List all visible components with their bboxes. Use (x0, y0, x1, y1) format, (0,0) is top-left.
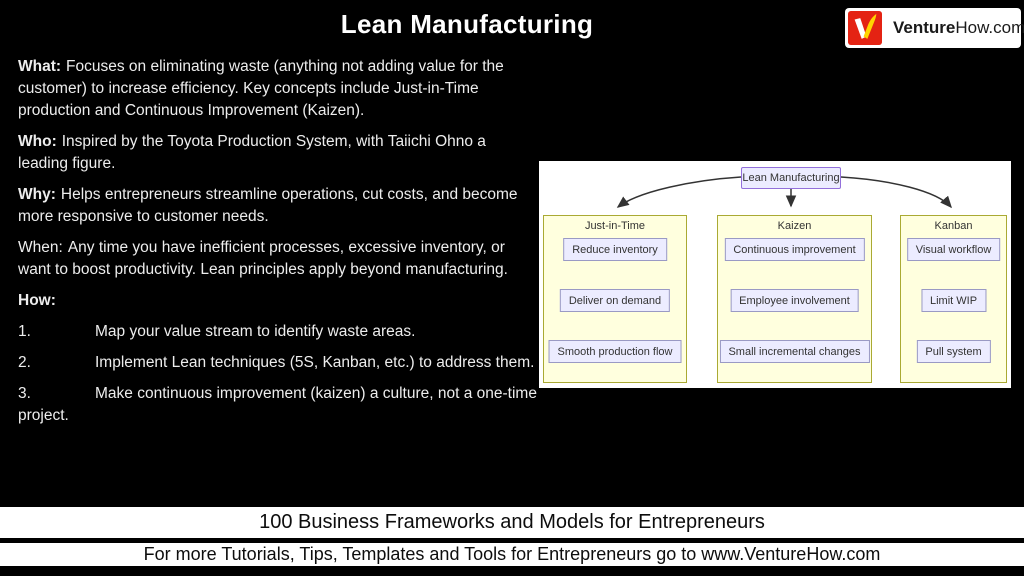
section-who-label: Who: (18, 133, 57, 150)
section-what-label: What: (18, 58, 62, 75)
node-continuous-improvement: Continuous improvement (724, 238, 865, 261)
logo-text-bold: Venture (893, 18, 956, 37)
how-step-1: 1. Map your value stream to identify wast… (18, 321, 537, 343)
section-when-text: Any time you have inefficient processes,… (18, 239, 508, 278)
section-when-label: When: (18, 239, 63, 256)
node-visual-workflow: Visual workflow (906, 238, 1001, 261)
how-step-2: 2. Implement Lean techniques (5S, Kanban,… (18, 352, 537, 374)
how-step-3: 3.Make continuous improvement (kaizen) a… (18, 383, 537, 427)
node-smooth-production-flow: Smooth production flow (548, 340, 682, 363)
diagram-root-node: Lean Manufacturing (741, 167, 841, 189)
footer-banner-series: 100 Business Frameworks and Models for E… (0, 507, 1024, 538)
group-kanban-title: Kanban (934, 220, 973, 232)
group-just-in-time: Just-in-Time Reduce inventory Deliver on… (543, 215, 687, 383)
footer-banner-series-text: 100 Business Frameworks and Models for E… (259, 511, 765, 533)
footer-banner-website-text: For more Tutorials, Tips, Templates and … (143, 544, 881, 564)
node-small-incremental-changes: Small incremental changes (719, 340, 870, 363)
how-step-3-text: Make continuous improvement (kaizen) a c… (18, 385, 537, 424)
how-step-2-text: Implement Lean techniques (5S, Kanban, e… (95, 354, 535, 371)
page-title: Lean Manufacturing (340, 9, 594, 39)
node-employee-involvement: Employee involvement (730, 289, 859, 312)
section-why: Why:Helps entrepreneurs streamline opera… (18, 184, 537, 228)
section-why-label: Why: (18, 186, 56, 203)
lean-manufacturing-diagram: Lean Manufacturing Just-in-Time Reduce i… (539, 161, 1011, 388)
venturehow-logo: VentureHow.com (845, 8, 1024, 48)
group-kaizen-title: Kaizen (777, 220, 812, 232)
section-when: When:Any time you have inefficient proce… (18, 237, 537, 281)
description-block: What:Focuses on eliminating waste (anyth… (18, 56, 537, 436)
node-deliver-on-demand: Deliver on demand (559, 289, 671, 312)
diagram-arrows (616, 176, 952, 209)
group-kanban: Kanban Visual workflow Limit WIP Pull sy… (900, 215, 1007, 383)
section-why-text: Helps entrepreneurs streamline operation… (18, 186, 518, 225)
logo-text: VentureHow.com (893, 18, 1024, 38)
how-step-1-number: 1. (18, 323, 31, 340)
section-how-label: How: (18, 292, 56, 309)
section-how: How: (18, 290, 537, 312)
footer-banner-website: For more Tutorials, Tips, Templates and … (0, 543, 1024, 566)
section-who-text: Inspired by the Toyota Production System… (18, 133, 486, 172)
section-what: What:Focuses on eliminating waste (anyth… (18, 56, 537, 122)
venturehow-v-icon (848, 11, 882, 45)
section-what-text: Focuses on eliminating waste (anything n… (18, 58, 504, 119)
how-step-3-number: 3. (18, 385, 31, 402)
group-just-in-time-title: Just-in-Time (584, 220, 646, 232)
how-step-2-number: 2. (18, 354, 31, 371)
section-who: Who:Inspired by the Toyota Production Sy… (18, 131, 537, 175)
logo-text-rest: How.com (955, 18, 1024, 37)
node-pull-system: Pull system (916, 340, 991, 363)
node-reduce-inventory: Reduce inventory (563, 238, 667, 261)
node-limit-wip: Limit WIP (920, 289, 987, 312)
group-kaizen: Kaizen Continuous improvement Employee i… (717, 215, 872, 383)
how-step-1-text: Map your value stream to identify waste … (95, 323, 416, 340)
